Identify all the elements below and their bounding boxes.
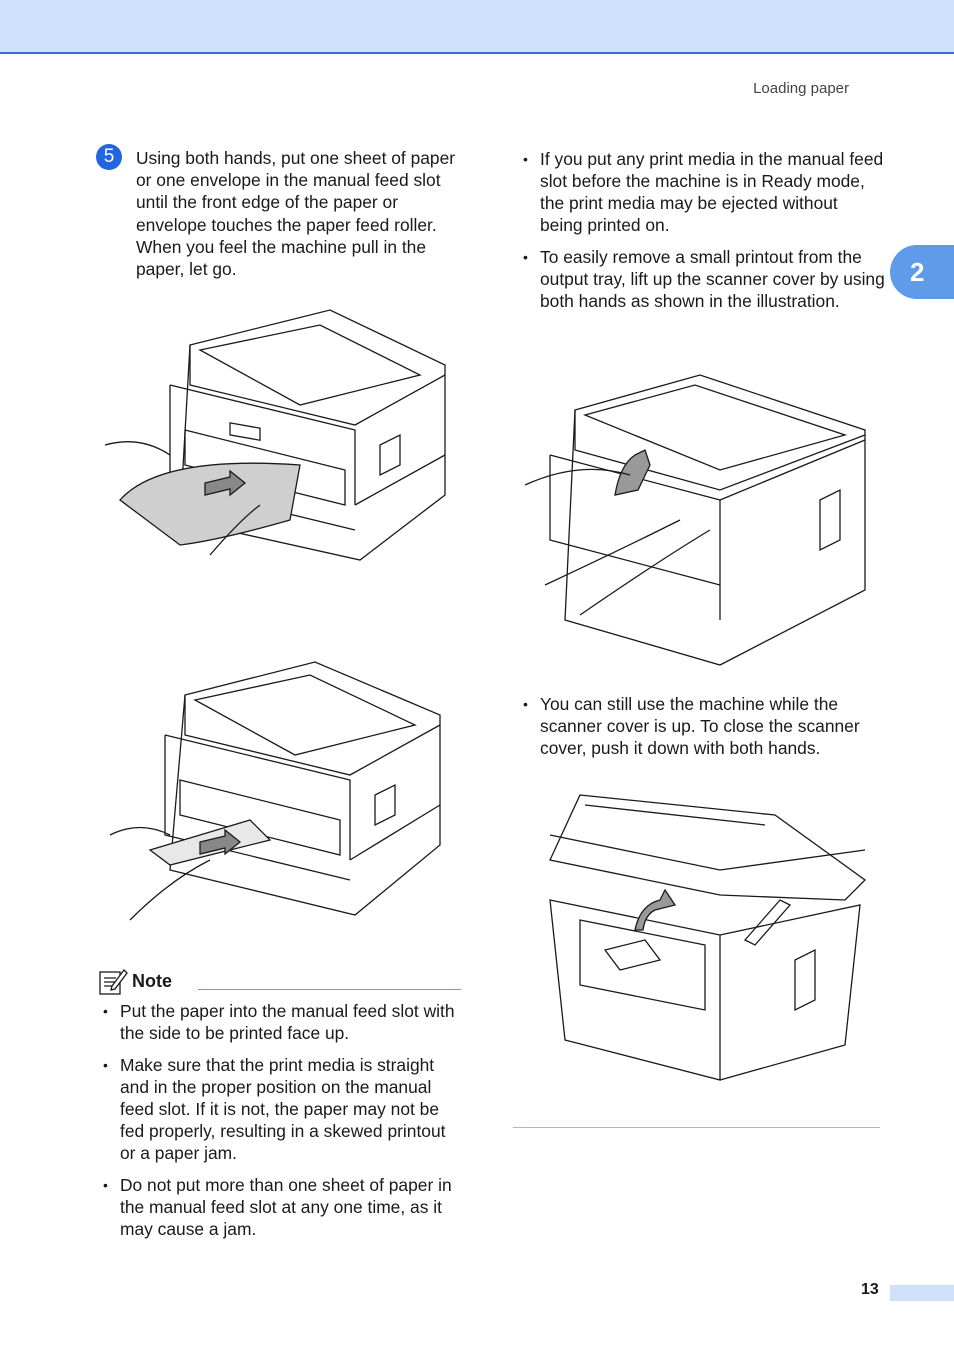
step-text: Using both hands, put one sheet of paper… <box>136 148 456 280</box>
note-item: • Do not put more than one sheet of pape… <box>103 1174 465 1240</box>
note-pencil-icon <box>99 969 128 995</box>
bullet-icon: • <box>523 249 528 265</box>
list-item: • You can still use the machine while th… <box>523 693 885 759</box>
scanner-cover-close-illustration <box>545 790 870 1095</box>
note-item: • Put the paper into the manual feed slo… <box>103 1000 465 1044</box>
top-header-band <box>0 0 954 54</box>
list-item-text: You can still use the machine while the … <box>540 694 860 758</box>
bullet-icon: • <box>523 151 528 167</box>
bullet-icon: • <box>103 1057 108 1073</box>
running-head: Loading paper <box>753 80 849 97</box>
printer-envelope-insert-illustration <box>100 660 460 940</box>
note-item: • Make sure that the print media is stra… <box>103 1054 465 1164</box>
list-item-text: If you put any print media in the manual… <box>540 149 884 235</box>
page-number: 13 <box>861 1281 879 1298</box>
chapter-tab: 2 <box>890 245 954 299</box>
note-item-text: Make sure that the print media is straig… <box>120 1055 446 1163</box>
section-end-divider <box>513 1127 880 1128</box>
note-heading: Note <box>98 966 172 996</box>
printer-paper-insert-illustration <box>100 305 460 580</box>
note-item-text: Do not put more than one sheet of paper … <box>120 1175 452 1239</box>
note-item-text: Put the paper into the manual feed slot … <box>120 1001 455 1043</box>
note-title: Note <box>132 970 172 991</box>
scanner-cover-lift-illustration <box>520 370 880 670</box>
footer-tab <box>890 1285 954 1301</box>
bullet-icon: • <box>523 696 528 712</box>
bullet-icon: • <box>103 1003 108 1019</box>
list-item: • If you put any print media in the manu… <box>523 148 885 236</box>
list-item: • To easily remove a small printout from… <box>523 246 885 312</box>
step-number-badge: 5 <box>96 144 122 170</box>
list-item-text: To easily remove a small printout from t… <box>540 247 885 311</box>
note-divider <box>198 989 461 990</box>
bullet-icon: • <box>103 1177 108 1193</box>
